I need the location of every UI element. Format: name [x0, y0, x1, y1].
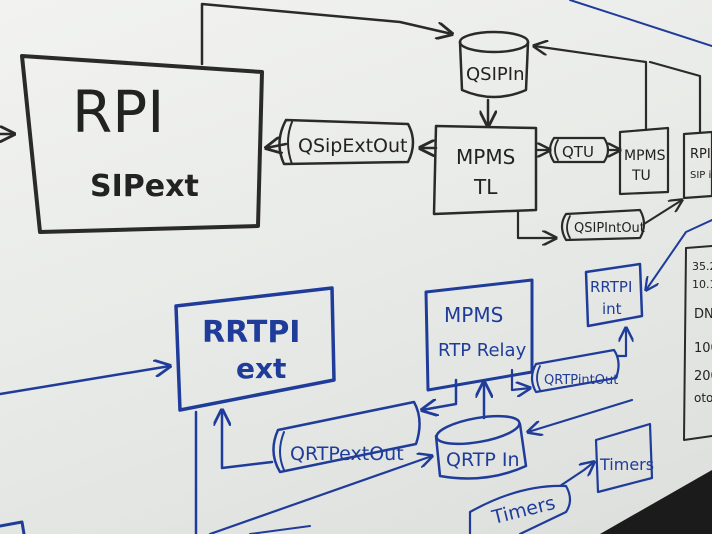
mpms-tu-title: MPMS — [624, 148, 666, 164]
qrtpextout-label: QRTPextOut — [290, 443, 404, 465]
arrow-rpi-to-qsipin — [200, 2, 452, 66]
qtu-label: QTU — [562, 143, 594, 161]
arrow-into-timers-right — [558, 462, 594, 488]
rpi-sipint-subtitle: SIP int — [690, 170, 712, 181]
qsipin-label: QSIPIn — [466, 64, 524, 85]
arrow-into-qrtpin-right — [528, 398, 634, 432]
qsipextout-label: QSipExtOut — [298, 135, 408, 157]
rpi-sipext-title: RPI — [72, 78, 164, 146]
node-rrtpi-int: RRTPI int — [584, 262, 644, 328]
side-note-4: 100 — [694, 341, 712, 356]
rrtpi-int-title: RRTPI — [590, 278, 632, 296]
rtp-relay-subtitle: RTP Relay — [438, 340, 527, 361]
partial-wire-bottom — [249, 525, 311, 534]
rrtpi-ext-title: RRTPI — [202, 315, 300, 350]
arrow-tl-to-qsipintout — [516, 210, 556, 238]
rrtpi-ext-subtitle: ext — [236, 352, 286, 385]
arrow-into-qrtpin-bottom — [208, 456, 432, 534]
node-rrtpi-ext: RRTPI ext — [174, 286, 336, 412]
wire-sipint-to-qsipin — [648, 60, 702, 134]
node-mpms-rtp-relay: MPMS RTP Relay — [424, 278, 534, 392]
node-mpms-tl: MPMS TL — [432, 124, 538, 216]
arrow-qsipextout-to-rpi — [266, 144, 288, 148]
qrtpintout-label: QRTPintOut — [544, 373, 618, 388]
node-timers-right: Timers — [594, 422, 654, 494]
queue-qtu: QTU — [548, 136, 610, 164]
node-rpi-sipint: RPI SIP int — [682, 130, 712, 200]
qsipintout-label: QSIPIntOut — [574, 221, 645, 236]
side-note-2: 10.12 — [692, 278, 712, 291]
arrow-qrtpintout-to-rrtpi-int — [616, 328, 626, 358]
node-timers-bottom: Timers — [468, 484, 572, 534]
queue-qrtpintout: QRTPintOut — [530, 348, 620, 394]
node-rpi-sipext: RPI SIPext — [20, 54, 264, 234]
wire-top-right — [569, 0, 712, 47]
queue-qrtpextout: QRTPextOut — [272, 400, 421, 474]
arrow-relay-to-qrtpextout — [422, 378, 458, 410]
mpms-tl-title: MPMS — [456, 145, 515, 169]
timers-right-label: Timers — [599, 455, 654, 474]
side-note-3: DNI — [694, 307, 712, 322]
queue-qsipin: QSIPIn — [458, 30, 530, 99]
rpi-sipext-subtitle: SIPext — [90, 169, 199, 204]
arrow-into-rrtpi-int — [646, 219, 712, 290]
arrow-tu-to-qsipin — [534, 46, 648, 132]
side-note-5: 200 — [694, 369, 712, 384]
queue-qrtpin: QRTP In — [434, 414, 528, 480]
rtp-relay-title: MPMS — [444, 303, 503, 327]
rrtpi-int-subtitle: int — [602, 300, 622, 318]
arrow-qsipintout-to-sipint — [643, 200, 682, 225]
mpms-tu-subtitle: TU — [631, 168, 651, 184]
side-notes-box: 35.2 10.12 DNI 100 200 oto — [683, 245, 712, 441]
node-mpms-tu: MPMS TU — [618, 126, 670, 196]
arrow-qrtpextout-to-rrtpi-ext — [222, 410, 274, 470]
arrow-into-rrtpi-ext — [0, 366, 170, 396]
side-note-1: 35.2 — [692, 260, 712, 273]
queue-qsipintout: QSIPIntOut — [560, 208, 646, 242]
rpi-sipint-title: RPI — [690, 147, 711, 162]
mpms-tl-subtitle: TL — [473, 175, 498, 199]
board-frame-edge — [600, 470, 712, 534]
queue-qsipextout: QSipExtOut — [278, 118, 415, 166]
side-note-6: oto — [694, 391, 712, 405]
partial-box-bottom-left — [0, 520, 26, 534]
qrtpin-label: QRTP In — [446, 449, 520, 471]
arrow-relay-to-qrtpintout — [510, 368, 530, 390]
